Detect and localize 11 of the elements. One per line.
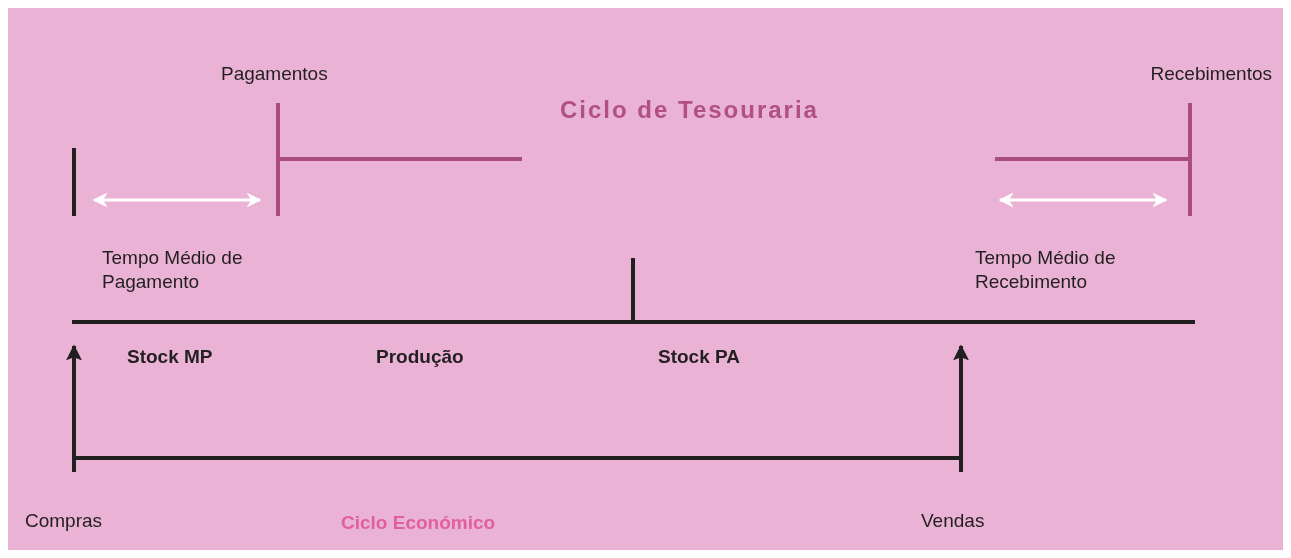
diagram-title: Ciclo de Tesouraria: [560, 98, 819, 122]
cycle-label: Ciclo Económico: [341, 511, 496, 535]
event-label: Recebimentos: [1150, 62, 1272, 86]
event-label: Compras: [25, 509, 103, 533]
event-label: Pagamentos: [221, 62, 328, 86]
phase-label: Stock MP: [127, 345, 213, 369]
duration-label: Tempo Médio de Recebimento: [975, 246, 1117, 294]
phase-label: Produção: [376, 345, 464, 369]
event-label: Vendas: [921, 509, 985, 533]
duration-label: Tempo Médio de Pagamento: [102, 246, 244, 294]
phase-label: Stock PA: [658, 345, 740, 369]
